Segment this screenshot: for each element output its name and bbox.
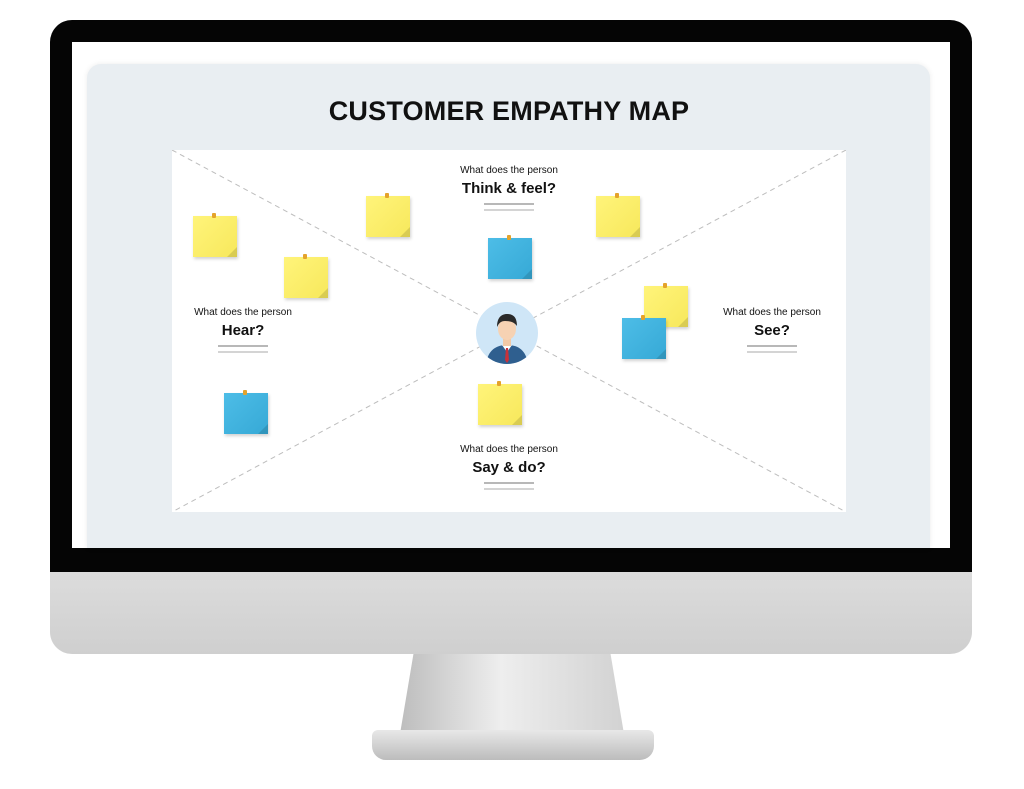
quadrant-prompt: What does the person bbox=[460, 444, 558, 455]
sticky-note[interactable] bbox=[596, 193, 640, 237]
pin-icon bbox=[385, 193, 389, 198]
quadrant-prompt: What does the person bbox=[723, 307, 821, 318]
quadrant-prompt: What does the person bbox=[460, 165, 558, 176]
empathy-map-board: What does the person Think & feel? What … bbox=[172, 150, 846, 512]
text-placeholder-line bbox=[218, 345, 268, 347]
pin-icon bbox=[615, 193, 619, 198]
monitor-chin bbox=[50, 572, 972, 654]
quadrant-label: Hear? bbox=[221, 322, 265, 339]
quadrant-label: Say & do? bbox=[472, 459, 546, 476]
pin-icon bbox=[497, 381, 501, 386]
monitor-stand-neck bbox=[400, 654, 624, 734]
quadrant-label: See? bbox=[754, 322, 790, 339]
pin-icon bbox=[663, 283, 667, 288]
sticky-note[interactable] bbox=[488, 235, 532, 279]
person-avatar-icon bbox=[476, 302, 538, 364]
monitor-stand-base bbox=[372, 730, 654, 760]
quadrant-label: Think & feel? bbox=[461, 180, 557, 197]
pin-icon bbox=[212, 213, 216, 218]
sticky-note[interactable] bbox=[622, 315, 666, 359]
pin-icon bbox=[243, 390, 247, 395]
pin-icon bbox=[303, 254, 307, 259]
sticky-note[interactable] bbox=[193, 213, 237, 257]
text-placeholder-line bbox=[747, 345, 797, 347]
text-placeholder-line bbox=[484, 209, 534, 211]
quadrant-say-do: What does the person Say & do? bbox=[432, 444, 586, 490]
page-title: CUSTOMER EMPATHY MAP bbox=[328, 96, 690, 126]
sticky-note[interactable] bbox=[284, 254, 328, 298]
quadrant-prompt: What does the person bbox=[194, 307, 292, 318]
text-placeholder-line bbox=[747, 351, 797, 353]
pin-icon bbox=[641, 315, 645, 320]
sticky-note[interactable] bbox=[478, 381, 522, 425]
quadrant-see: What does the person See? bbox=[705, 307, 839, 353]
pin-icon bbox=[507, 235, 511, 240]
sticky-note[interactable] bbox=[224, 390, 268, 434]
text-placeholder-line bbox=[484, 203, 534, 205]
text-placeholder-line bbox=[484, 482, 534, 484]
text-placeholder-line bbox=[484, 488, 534, 490]
sticky-note[interactable] bbox=[366, 193, 410, 237]
quadrant-hear: What does the person Hear? bbox=[176, 307, 310, 353]
quadrant-think-feel: What does the person Think & feel? bbox=[432, 165, 586, 211]
text-placeholder-line bbox=[218, 351, 268, 353]
